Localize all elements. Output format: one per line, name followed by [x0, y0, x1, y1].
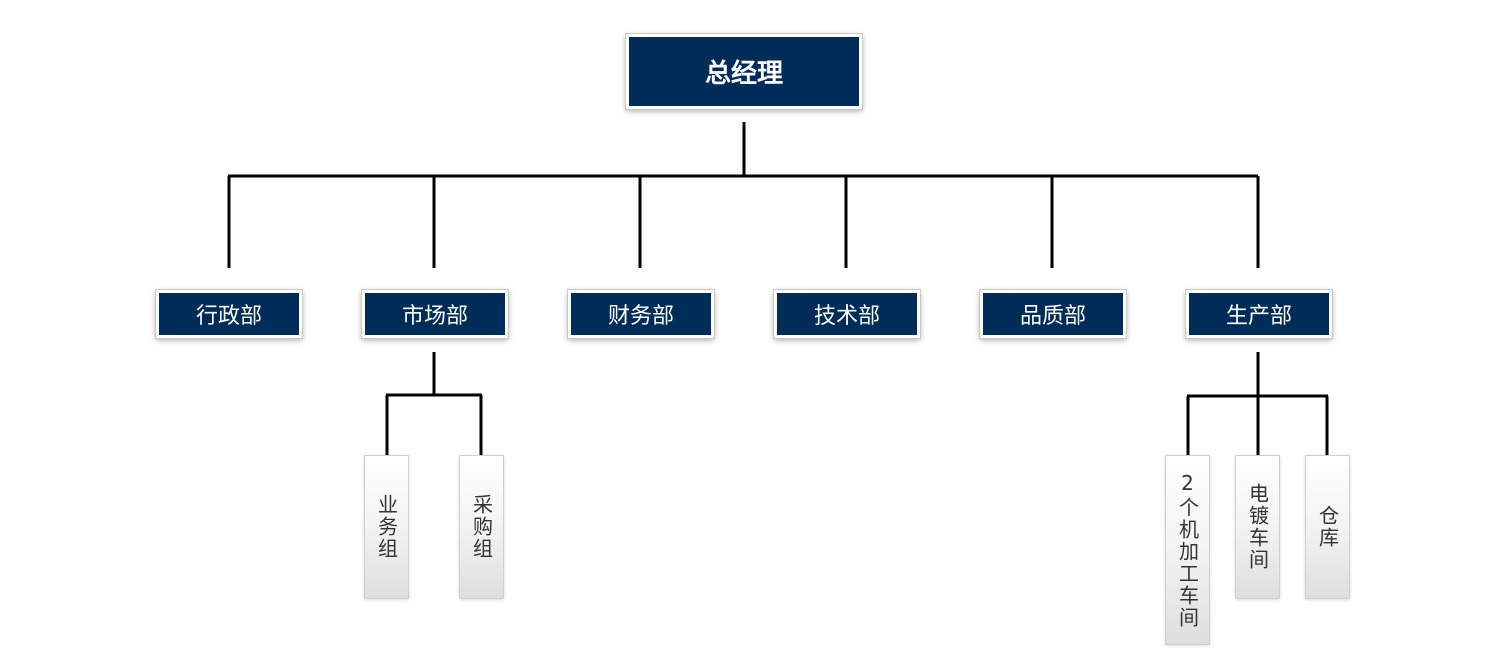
dept-production-box: 生产部 — [1185, 289, 1333, 339]
general-manager-box: 总经理 — [625, 33, 863, 110]
dept-admin-box: 行政部 — [155, 289, 303, 339]
dept-marketing-label: 市场部 — [401, 304, 468, 329]
sales-group-box: 业务组 — [364, 455, 409, 599]
dept-quality-label: 品质部 — [1019, 304, 1086, 329]
dept-quality-box: 品质部 — [979, 289, 1127, 339]
procurement-group-box: 采购组 — [459, 455, 504, 599]
dept-technology-box: 技术部 — [773, 289, 921, 339]
dept-finance-box: 财务部 — [567, 289, 715, 339]
dept-marketing-box: 市场部 — [361, 289, 509, 339]
procurement-group-label: 采购组 — [469, 494, 494, 560]
sales-group-label: 业务组 — [374, 494, 399, 560]
dept-production-label: 生产部 — [1225, 304, 1292, 329]
dept-admin-label: 行政部 — [195, 304, 262, 329]
warehouse-label: 仓库 — [1315, 505, 1340, 549]
machining-workshop-label: 2个机加工车间 — [1175, 471, 1200, 629]
general-manager-label: 总经理 — [704, 59, 783, 89]
dept-finance-label: 财务部 — [607, 304, 674, 329]
warehouse-box: 仓库 — [1305, 455, 1350, 599]
plating-workshop-box: 电镀车间 — [1235, 455, 1280, 599]
plating-workshop-label: 电镀车间 — [1245, 483, 1270, 571]
machining-workshop-box: 2个机加工车间 — [1165, 455, 1210, 645]
dept-technology-label: 技术部 — [813, 304, 880, 329]
